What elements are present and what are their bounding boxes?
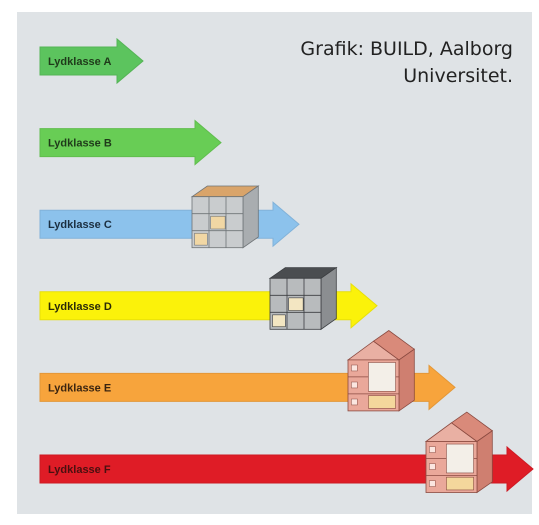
sound-class-label: Lydklasse E [48,382,111,394]
sound-class-label: Lydklasse F [48,464,111,476]
building-illustration [190,185,260,249]
building-side [242,185,259,249]
house-room-cutaway [446,443,474,474]
sound-class-label: Lydklasse A [48,56,111,68]
building-illustration [268,266,338,331]
sound-class-label: Lydklasse B [48,138,112,150]
building-illustration [424,411,493,494]
building-illustration [346,329,415,412]
sound-class-row-e: Lydklasse E [39,329,456,412]
house-side [476,430,493,494]
building-room-cutaway [288,297,304,311]
image-credit: Grafik: BUILD, Aalborg Universitet. [253,36,513,90]
credit-line-1: Grafik: BUILD, Aalborg [300,38,513,60]
house-window [351,364,358,372]
house-window [429,480,436,487]
sound-class-row-d: Lydklasse D [39,266,378,331]
sound-class-row-b: Lydklasse B [39,119,222,166]
house-room-cutaway [446,476,474,491]
sound-class-arrow [39,445,534,493]
sound-class-row-a: Lydklasse A [39,37,144,85]
sound-class-rows: Lydklasse A Lydklasse B Lydklasse C Lydklas… [39,37,534,494]
sound-class-label: Lydklasse D [48,301,112,313]
house-side [398,348,415,412]
sound-class-label: Lydklasse C [48,219,112,231]
sound-class-row-c: Lydklasse C [39,185,300,249]
house-window [429,446,436,453]
sound-class-arrow [39,119,222,166]
house-window [429,463,436,470]
house-window [351,381,358,389]
house-window [351,398,358,406]
sound-class-arrow [39,37,144,85]
house-room-cutaway [368,395,396,409]
building-room-cutaway [272,314,286,328]
building-side [320,266,337,331]
house-room-cutaway [368,362,396,392]
credit-line-2: Universitet. [403,65,513,87]
building-room-cutaway [210,215,226,230]
sound-class-row-f: Lydklasse F [39,411,534,494]
building-room-cutaway [194,232,208,246]
